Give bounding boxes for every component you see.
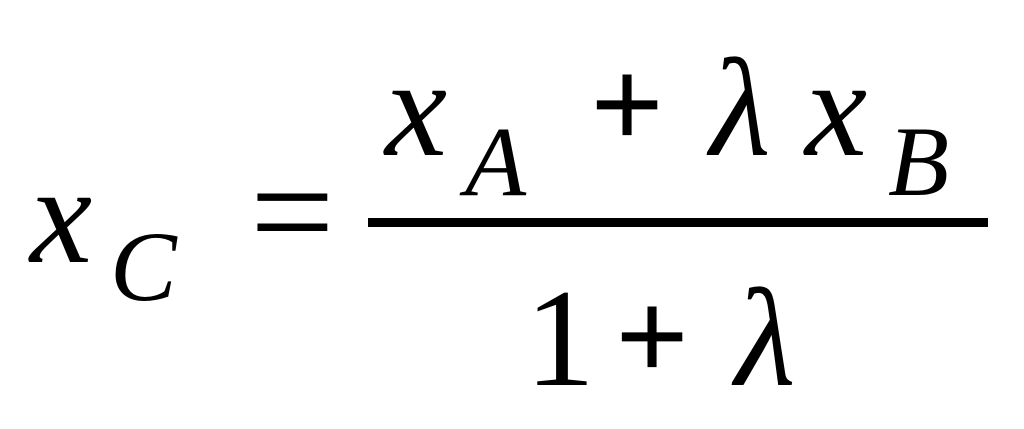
lhs-subscript-c: C bbox=[110, 211, 178, 322]
fraction-bar bbox=[368, 218, 988, 227]
numerator-plus: + bbox=[590, 33, 664, 177]
denominator-plus: + bbox=[615, 265, 689, 409]
numerator-x-b: x bbox=[803, 31, 867, 186]
numerator-subscript-a: A bbox=[459, 106, 527, 217]
numerator-x-a: x bbox=[383, 31, 447, 186]
denominator-lambda: λ bbox=[731, 261, 796, 416]
numerator-subscript-b: B bbox=[888, 106, 949, 217]
denominator-one: 1 bbox=[525, 261, 595, 416]
equals-sign: = bbox=[250, 129, 335, 295]
lhs-x: x bbox=[28, 138, 92, 293]
numerator-lambda: λ bbox=[706, 31, 771, 186]
